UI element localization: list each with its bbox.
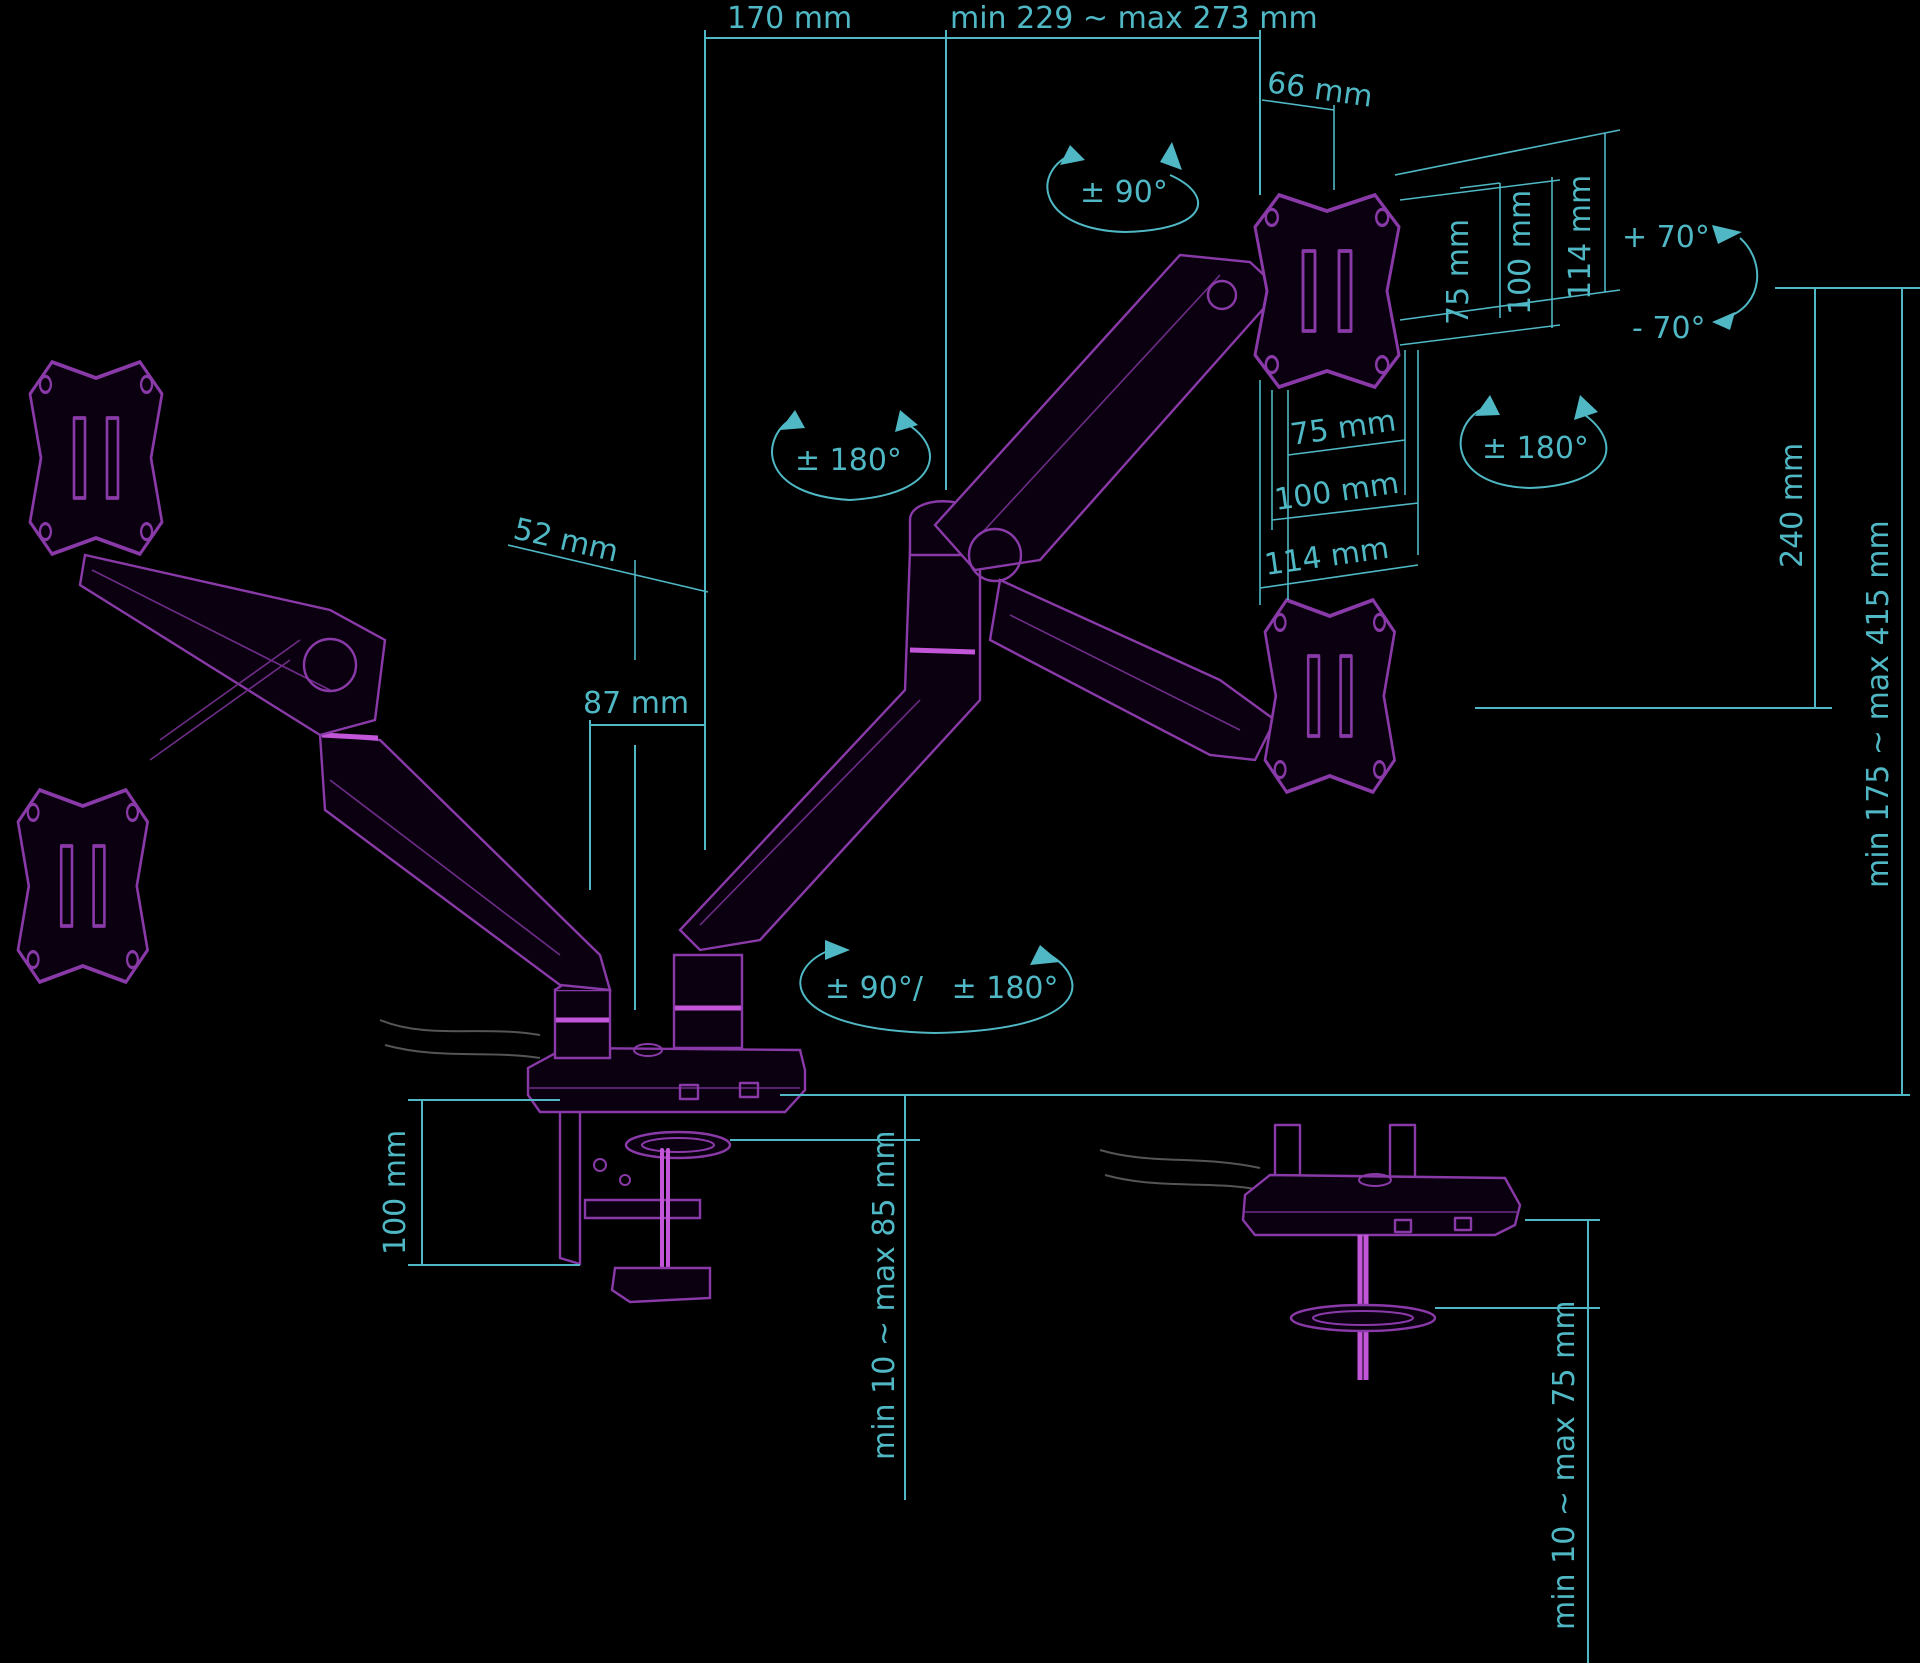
dim-clamp-100-label: 100 mm [378,1130,413,1255]
vesa-h114-label: 114 mm [1262,531,1391,583]
right-upper-arm-lowered [988,578,1277,762]
tilt-down-label: - 70° [1632,311,1706,346]
left-upper-arm [78,553,387,761]
rotation-arm-label: ± 180° [795,443,902,478]
vesa-v114-label: 114 mm [1563,175,1598,300]
vesa-v100-label: 100 mm [1503,190,1538,315]
dim-grommet-range-label: min 10 ~ max 75 mm [1547,1300,1582,1630]
product-illustration [16,193,1522,1380]
swivel-label: ± 180° [1482,431,1589,466]
dim-66-label: 66 mm [1265,65,1375,114]
right-pole [672,953,744,1050]
right-upper-arm [933,253,1282,583]
rotation-labels: ± 90° ± 180° + 70° - 70° ± 180° ± 90°/ ±… [795,175,1710,1006]
vesa-v75-label: 75 mm [1441,219,1476,325]
left-lower-arm [318,732,612,992]
vesa-h100-label: 100 mm [1272,466,1401,518]
rotation-indicators [771,142,1759,1035]
grommet-base [1099,1123,1522,1380]
dim-87-label: 87 mm [583,686,689,721]
dim-170-label: 170 mm [727,1,852,36]
base-rotation-label: ± 90°/ ± 180° [825,971,1059,1006]
tilt-up-label: + 70° [1622,220,1710,255]
vesa-plate-right-lower [1263,598,1397,794]
vesa-plate-right-upper [1253,193,1401,389]
vesa-plate-left-upper [28,360,164,556]
dim-height-label: min 175 ~ max 415 mm [1861,520,1896,888]
dimension-lines [408,30,1920,1663]
dim-52-label: 52 mm [510,512,621,570]
dim-clamp-range-label: min 10 ~ max 85 mm [867,1130,902,1460]
right-lower-arm [678,500,982,952]
vesa-h75-label: 75 mm [1288,403,1398,452]
dim-240-label: 240 mm [1775,443,1810,568]
rotation-top-label: ± 90° [1080,175,1168,210]
desk-clamp [558,1110,732,1304]
dim-reach-label: min 229 ~ max 273 mm [950,1,1318,36]
vesa-plate-left-lower [16,788,150,984]
